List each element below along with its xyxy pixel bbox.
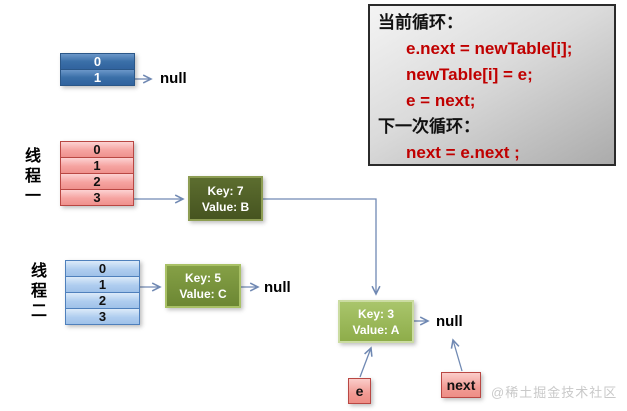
initial-bucket-1: 1 [60, 69, 135, 86]
pointer-next-box: next [441, 372, 481, 398]
null-label-key3: null [436, 313, 463, 330]
thread2-label: 线程二 [28, 262, 45, 322]
thread1-bucket-1: 1 [60, 157, 134, 174]
pointer-e-label: e [355, 383, 364, 399]
code-line-stmt-2: newTable[i] = e; [406, 65, 533, 84]
arrow-e-to-key3 [359, 346, 373, 378]
initial-bucket-0: 0 [60, 53, 135, 70]
thread1-bucket-0: 0 [60, 141, 134, 158]
thread1-table: 0 1 2 3 [60, 141, 134, 206]
thread2-bucket-3: 3 [65, 308, 140, 325]
code-line-next-loop: 下一次循环： [378, 117, 480, 136]
thread1-label: 线程一 [22, 147, 39, 207]
thread2-bucket-1: 1 [65, 276, 140, 293]
node-key7-value: Value: B [201, 199, 250, 214]
node-key5-key: Key: 5 [184, 271, 222, 285]
initial-table: 0 1 [60, 53, 135, 86]
pointer-next-label: next [446, 377, 476, 393]
thread2-table: 0 1 2 3 [65, 260, 140, 325]
pointer-e-box: e [348, 378, 371, 404]
null-label-key5: null [264, 279, 291, 296]
arrow-next-to-null [450, 338, 463, 372]
node-key7-key: Key: 7 [207, 183, 244, 198]
thread2-bucket-0: 0 [65, 260, 140, 277]
code-line-stmt-4: next = e.next ; [406, 143, 520, 162]
code-line-stmt-3: e = next; [406, 91, 476, 110]
node-key3-value: Value: A [352, 322, 400, 337]
thread2-bucket-2: 2 [65, 292, 140, 309]
thread1-bucket-2: 2 [60, 173, 134, 190]
node-key5: Key: 5 Value: C [165, 264, 241, 308]
thread1-bucket-3: 3 [60, 189, 134, 206]
null-label-initial: null [160, 70, 187, 87]
node-key7: Key: 7 Value: B [188, 176, 263, 221]
node-key3: Key: 3 Value: A [338, 300, 414, 343]
node-key3-key: Key: 3 [357, 306, 395, 321]
watermark: @稀土掘金技术社区 [491, 385, 618, 400]
code-line-stmt-1: e.next = newTable[i]; [406, 39, 573, 58]
code-box: 当前循环： e.next = newTable[i]; newTable[i] … [368, 4, 616, 166]
node-key5-value: Value: C [179, 287, 227, 301]
code-line-current-loop: 当前循环： [378, 13, 463, 32]
